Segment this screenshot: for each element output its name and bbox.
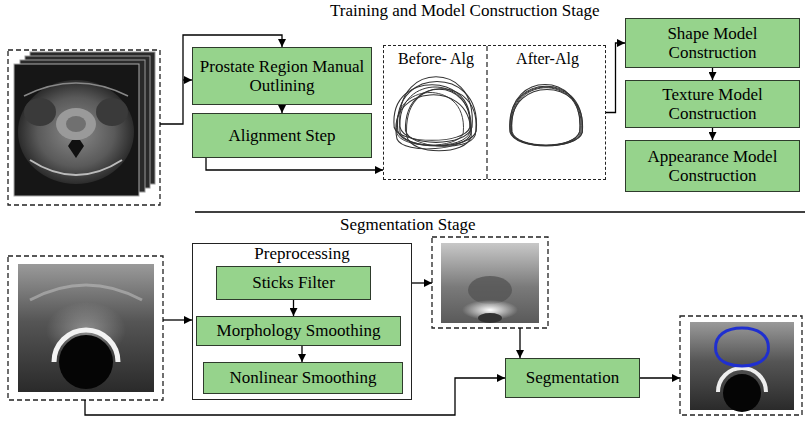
contour-divider (487, 46, 488, 179)
mri-stack (14, 64, 139, 196)
preprocessed-image (441, 243, 539, 323)
flow-arrow (712, 68, 713, 80)
flow-arrow (712, 128, 713, 140)
mri-stack (96, 98, 128, 126)
contours-after (510, 85, 580, 146)
segmentation-result (680, 316, 802, 415)
mri-stack (56, 108, 96, 140)
mri-stack (8, 50, 160, 205)
flow-arrow (281, 105, 282, 113)
contours-before (400, 77, 473, 143)
group-heading: Preprocessing (193, 245, 411, 264)
mri-stack (8, 50, 160, 205)
process-box: Morphology Smoothing (196, 316, 401, 346)
mri-stack (24, 98, 56, 126)
box-text-wrap: Appearance Model Construction (632, 147, 793, 185)
preprocessing-group: Sticks FilterMorphology SmoothingNonline… (192, 243, 412, 400)
box-label: Prostate Region Manual Outlining (199, 57, 365, 95)
segmentation-result (716, 328, 769, 366)
process-box: Alignment Step (192, 113, 372, 158)
box-label: Nonlinear Smoothing (230, 368, 377, 387)
process-box: Shape Model Construction (625, 18, 800, 68)
process-box: Segmentation (505, 358, 640, 398)
ultrasound-input (18, 264, 154, 392)
flow-arrow (206, 158, 383, 170)
box-label: Appearance Model Construction (632, 147, 793, 185)
ultrasound-input (8, 256, 163, 400)
flow-arrow (606, 43, 625, 113)
mri-stack (66, 116, 86, 132)
box-label: Segmentation (526, 368, 619, 387)
box-label: Shape Model Construction (632, 24, 793, 62)
segmentation-result (723, 374, 761, 412)
box-label: Alignment Step (228, 126, 335, 145)
flow-line (640, 377, 680, 378)
ultrasound-input (59, 335, 113, 389)
stage-separator (195, 211, 805, 212)
box-text-wrap: Prostate Region Manual Outlining (199, 57, 365, 95)
box-text-wrap: Shape Model Construction (632, 24, 793, 62)
flow-arrow (301, 346, 302, 362)
contours-before (400, 87, 471, 146)
process-box: Appearance Model Construction (625, 140, 800, 192)
stage-title: Training and Model Construction Stage (330, 2, 599, 21)
mri-stack (68, 140, 84, 158)
box-text-wrap: Nonlinear Smoothing (230, 368, 377, 387)
process-box: Prostate Region Manual Outlining (192, 47, 372, 105)
panel-caption: After-Alg (488, 50, 607, 68)
contours-after (512, 88, 580, 145)
panel-caption: Before- Alg (384, 50, 488, 68)
contour-panel: Before- AlgAfter-Alg (383, 45, 606, 180)
flow-line (85, 283, 680, 415)
box-text-wrap: Morphology Smoothing (217, 321, 381, 340)
flow-arrow (293, 300, 294, 316)
preprocessed-image (432, 237, 548, 328)
box-text-wrap: Segmentation (526, 368, 619, 387)
box-label: Sticks Filter (252, 273, 335, 292)
box-text-wrap: Texture Model Construction (632, 85, 793, 123)
process-box: Texture Model Construction (625, 80, 800, 128)
box-text-wrap: Sticks Filter (252, 273, 335, 292)
contours-after (510, 85, 583, 146)
box-label: Morphology Smoothing (217, 321, 381, 340)
box-text-wrap: Alignment Step (228, 126, 335, 145)
mri-stack (18, 80, 134, 184)
flow-line (519, 328, 520, 358)
contour-divider (486, 46, 487, 179)
box-label: Texture Model Construction (632, 85, 793, 123)
preprocessed-image (432, 237, 548, 328)
contours-before (393, 77, 479, 152)
flow-line (412, 282, 432, 283)
contours-before (393, 92, 473, 151)
ultrasound-input (30, 285, 142, 300)
flow-line (183, 79, 192, 80)
mri-stack (30, 160, 122, 175)
segmentation-result (680, 316, 802, 415)
process-box: Sticks Filter (216, 266, 371, 300)
preprocessed-image (478, 313, 502, 323)
stage-title: Segmentation Stage (340, 216, 476, 235)
flow-line (163, 319, 192, 320)
preprocessed-image (468, 276, 512, 304)
mri-stack (24, 83, 128, 96)
process-box: Nonlinear Smoothing (203, 362, 403, 394)
ultrasound-input (8, 256, 163, 400)
